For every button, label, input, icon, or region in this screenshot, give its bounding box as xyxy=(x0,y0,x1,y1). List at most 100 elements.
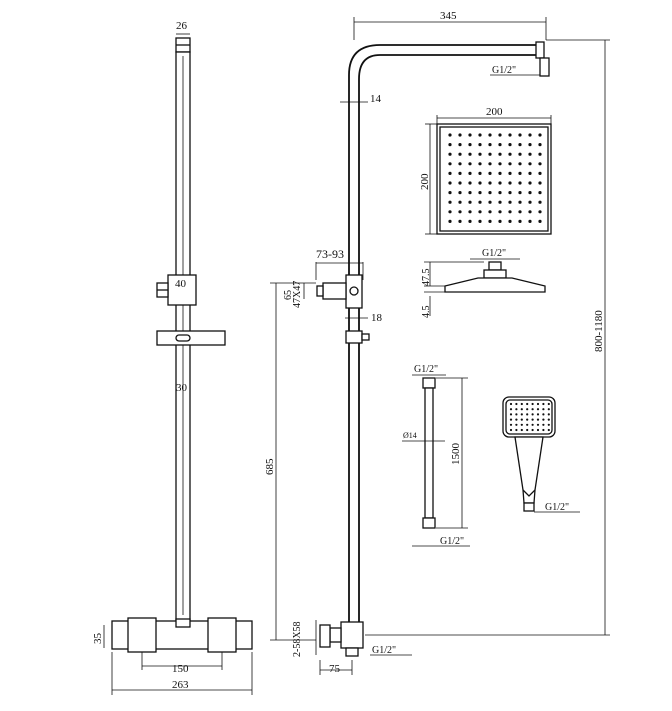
nozzle-dot xyxy=(478,162,482,166)
hand-nozzle-dot xyxy=(515,423,518,426)
hand-nozzle-grid xyxy=(509,402,550,432)
label-slide-height: 685 xyxy=(264,458,276,475)
nozzle-dot xyxy=(528,143,532,147)
nozzle-dot xyxy=(488,219,492,223)
nozzle-dot xyxy=(538,152,542,156)
nozzle-dot xyxy=(488,181,492,185)
nozzle-dot xyxy=(478,143,482,147)
nozzle-dot xyxy=(478,200,482,204)
hand-nozzle-dot xyxy=(520,402,523,406)
hand-nozzle-dot xyxy=(509,402,513,406)
label-bracket-width: 40 xyxy=(175,278,187,290)
shower-head-top-view: 200 200 xyxy=(419,106,552,235)
shower-arm xyxy=(348,44,540,622)
label-hose-thread-top: G1/2" xyxy=(414,364,438,375)
nozzle-dot xyxy=(468,162,472,166)
nozzle-dot xyxy=(498,200,502,204)
nozzle-dot xyxy=(508,219,512,223)
label-head-top-h: 47.5 xyxy=(421,269,432,287)
label-inlet-75: 75 xyxy=(329,663,341,675)
hand-nozzle-dot xyxy=(509,423,513,426)
nozzle-dot xyxy=(448,171,452,175)
hand-nozzle-dot xyxy=(520,423,523,426)
nozzle-dot xyxy=(478,191,482,195)
nozzle-dot xyxy=(538,219,542,223)
hand-nozzle-dot xyxy=(520,413,523,416)
hand-nozzle-dot xyxy=(515,428,518,432)
hand-nozzle-dot xyxy=(515,418,518,421)
nozzle-dot xyxy=(478,219,482,223)
hand-nozzle-dot xyxy=(509,408,513,411)
nozzle-dot xyxy=(488,210,492,214)
hand-nozzle-dot xyxy=(520,418,523,421)
wall-inlet xyxy=(340,621,364,649)
hand-nozzle-dot xyxy=(526,418,529,421)
nozzle-dot xyxy=(518,181,522,185)
nozzle-dot xyxy=(518,152,522,156)
nozzle-dot xyxy=(498,181,502,185)
hand-nozzle-dot xyxy=(531,402,534,406)
nozzle-dot xyxy=(458,133,462,137)
hand-nozzle-dot xyxy=(526,408,529,411)
nozzle-dot xyxy=(528,171,532,175)
hand-nozzle-dot xyxy=(542,413,545,416)
hand-nozzle-dot xyxy=(526,423,529,426)
nozzle-dot xyxy=(498,171,502,175)
nozzle-dot xyxy=(508,210,512,214)
label-hose-dia: Ø14 xyxy=(403,431,417,440)
nozzle-dot xyxy=(478,152,482,156)
hand-nozzle-dot xyxy=(547,423,550,426)
nozzle-dot xyxy=(458,181,462,185)
nozzle-dot xyxy=(488,143,492,147)
nozzle-dot xyxy=(538,133,542,137)
label-valve-height: 35 xyxy=(92,633,104,645)
nozzle-dot xyxy=(468,171,472,175)
nozzle-dot xyxy=(508,162,512,166)
nozzle-dot xyxy=(458,200,462,204)
nozzle-dot xyxy=(508,200,512,204)
hand-nozzle-dot xyxy=(531,418,534,421)
nozzle-dot xyxy=(508,133,512,137)
nozzle-dot xyxy=(538,143,542,147)
hand-nozzle-dot xyxy=(515,408,518,411)
sliding-bracket xyxy=(345,274,363,309)
hand-nozzle-dot xyxy=(536,408,540,411)
nozzle-dot xyxy=(458,143,462,147)
hand-nozzle-dot xyxy=(547,413,550,416)
hand-shower-handle xyxy=(514,436,544,504)
nozzle-dot xyxy=(468,219,472,223)
nozzle-dot xyxy=(478,210,482,214)
nozzle-dot xyxy=(488,171,492,175)
nozzle-dot xyxy=(508,181,512,185)
nozzle-dot xyxy=(458,162,462,166)
hand-nozzle-dot xyxy=(547,418,550,421)
nozzle-dot xyxy=(448,191,452,195)
nozzle-dot xyxy=(478,181,482,185)
nozzle-dot xyxy=(498,210,502,214)
hand-nozzle-dot xyxy=(542,428,545,432)
nozzle-dot xyxy=(508,191,512,195)
label-arm-thread: G1/2" xyxy=(492,65,516,76)
nozzle-dot xyxy=(518,143,522,147)
hand-nozzle-dot xyxy=(509,428,513,432)
nozzle-dot xyxy=(538,191,542,195)
nozzle-dot xyxy=(498,133,502,137)
arm-connector xyxy=(535,41,545,59)
nozzle-dot xyxy=(488,152,492,156)
nozzle-dot xyxy=(468,200,472,204)
nozzle-dot xyxy=(448,162,452,166)
hand-nozzle-dot xyxy=(547,428,550,432)
label-inlet-thread: G1/2" xyxy=(372,645,396,656)
nozzle-dot xyxy=(508,143,512,147)
nozzle-dot xyxy=(458,191,462,195)
nozzle-dot xyxy=(528,210,532,214)
nozzle-dot xyxy=(468,143,472,147)
handset-slide-holder xyxy=(345,330,363,344)
hand-nozzle-dot xyxy=(542,408,545,411)
nozzle-dot xyxy=(538,210,542,214)
nozzle-dot xyxy=(528,191,532,195)
nozzle-dot xyxy=(448,133,452,137)
label-bracket-size: 47X47 xyxy=(292,281,303,308)
nozzle-dot xyxy=(528,181,532,185)
nozzle-dot xyxy=(528,152,532,156)
